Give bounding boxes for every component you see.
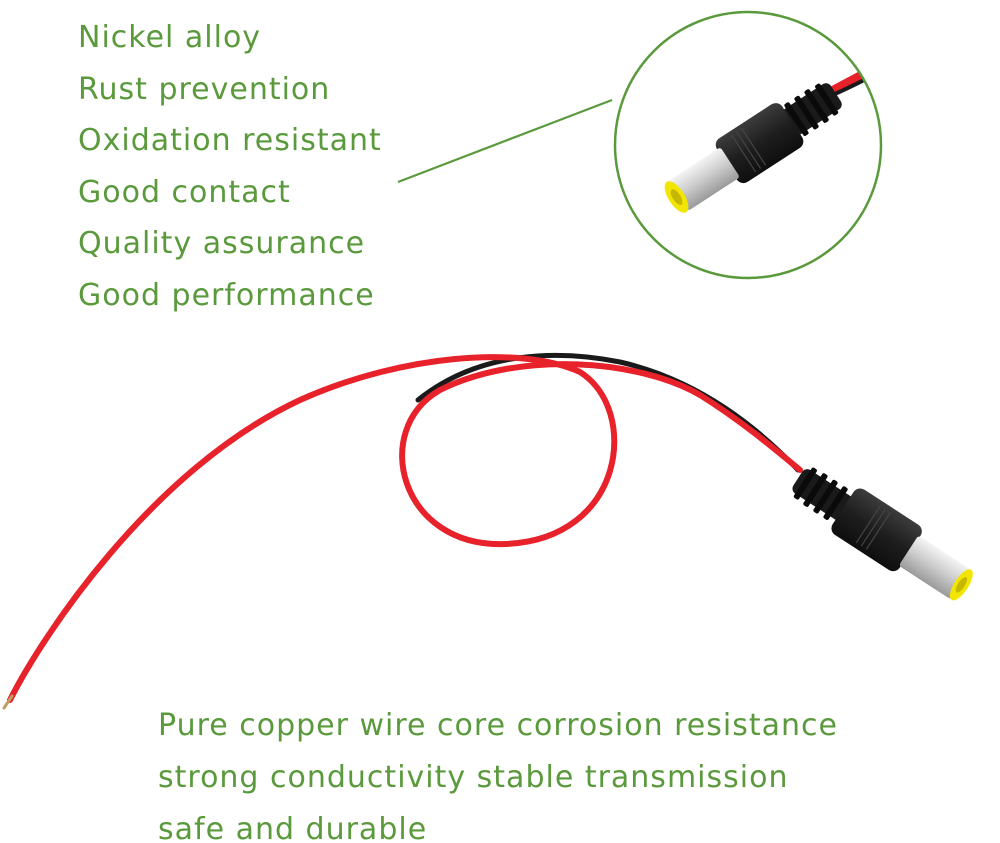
feature-item: Nickel alloy <box>78 20 262 55</box>
callout-pointer-line <box>397 98 613 184</box>
feature-item: Oxidation resistant <box>78 123 382 159</box>
feature-item: Rust prevention <box>78 71 331 107</box>
wire-red <box>7 354 803 703</box>
zoom-wire-red <box>825 55 881 97</box>
feature-item: Good contact <box>78 174 291 210</box>
caption-line: Pure copper wire core corrosion resistan… <box>158 708 838 743</box>
zoom-plug <box>664 83 842 213</box>
feature-list: Nickel alloy Rust prevention Oxidation r… <box>78 12 382 322</box>
caption-line: strong conductivity stable transmission <box>158 760 789 795</box>
feature-item: Good performance <box>78 277 375 313</box>
feature-item: Quality assurance <box>78 226 366 262</box>
cable <box>2 352 803 710</box>
zoom-callout <box>613 10 883 280</box>
product-caption: Pure copper wire core corrosion resistan… <box>158 700 838 843</box>
bare-wire-tip <box>2 694 14 710</box>
dc-plug <box>792 467 973 601</box>
caption-line: safe and durable <box>158 812 428 843</box>
